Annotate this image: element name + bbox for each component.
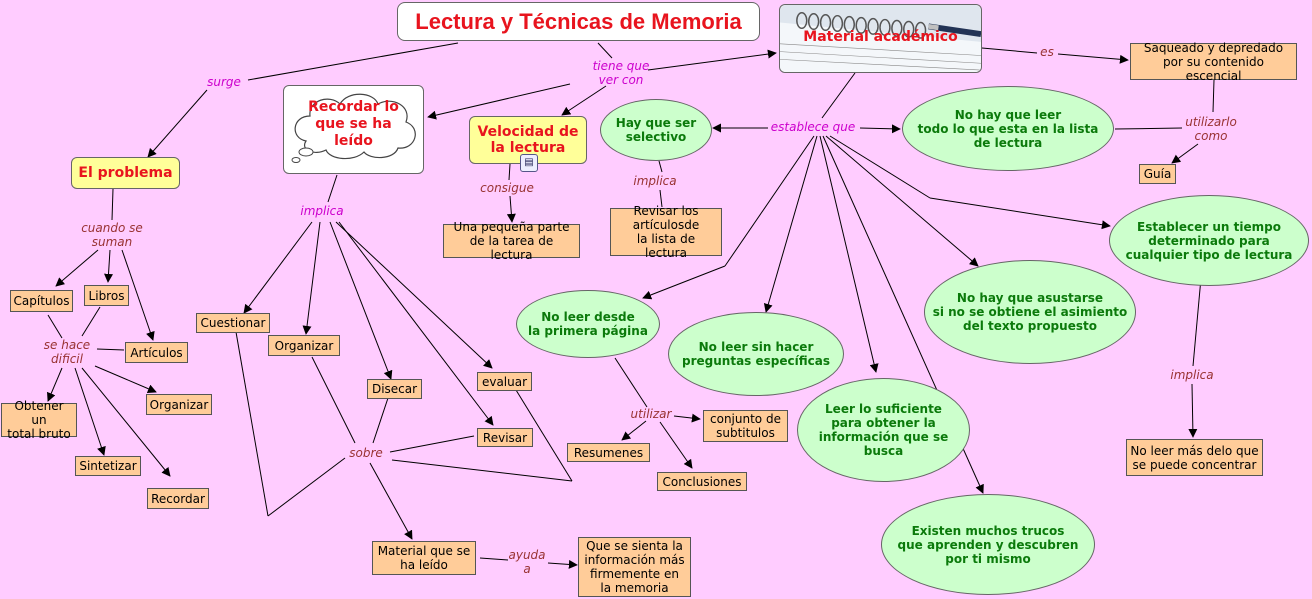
link-utilizarlo-como: utilizarlo como	[1185, 115, 1237, 143]
notebook-pen-photo	[780, 5, 981, 72]
concept-organizar-left: Organizar	[146, 394, 212, 415]
concept-disecar: Disecar	[367, 379, 422, 399]
concept-existen-trucos: Existen muchos trucos que aprenden y des…	[881, 494, 1095, 595]
concept-revisar-articulos: Revisar los artículosde la lista de lect…	[610, 204, 722, 260]
concept-material-academico: Material académico	[779, 4, 982, 73]
concept-revisar: Revisar	[477, 428, 533, 447]
cloud-icon	[291, 93, 416, 163]
link-establece-que: establece que	[770, 120, 856, 134]
link-surge: surge	[207, 75, 241, 89]
concept-sintetizar: Sintetizar	[75, 456, 141, 476]
concept-libros: Libros	[84, 285, 129, 306]
concept-hay-que-ser-selectivo: Hay que ser selectivo	[600, 99, 712, 161]
concept-material-leido: Material que se ha leído	[372, 541, 476, 575]
link-es: es	[1040, 45, 1054, 59]
concept-saqueado: Saqueado y depredado por su contenido es…	[1130, 41, 1297, 83]
link-sobre: sobre	[349, 446, 383, 460]
concept-no-leer-sin-preguntas: No leer sin hacer preguntas específicas	[668, 312, 844, 396]
concept-evaluar: evaluar	[477, 372, 532, 391]
concept-obtener-total: Obtener un total bruto	[1, 399, 77, 441]
concept-resumenes: Resumenes	[567, 443, 650, 462]
concept-conclusiones: Conclusiones	[657, 472, 747, 491]
link-implica-recordar: implica	[300, 204, 344, 218]
concept-el-problema: El problema	[71, 157, 180, 189]
link-implica-tiempo: implica	[1170, 368, 1214, 382]
concept-informacion: Que se sienta la información más firmeme…	[578, 537, 691, 597]
concept-capitulos: Capítulos	[10, 290, 73, 312]
link-consigue: consigue	[480, 181, 534, 195]
concept-articulos: Artículos	[125, 342, 188, 363]
concept-pequena-parte: Una pequeña parte de la tarea de lectura	[443, 220, 580, 262]
concept-recordar-leido: Recordar lo que se ha leído	[283, 85, 424, 174]
note-icon[interactable]: ▤	[520, 154, 538, 172]
link-implica-selectivo: implica	[633, 174, 677, 188]
concept-guia: Guía	[1139, 164, 1176, 184]
concept-recordar: Recordar	[147, 488, 209, 509]
link-cuando-se-suman: cuando se suman	[81, 221, 143, 249]
map-title: Lectura y Técnicas de Memoria	[397, 2, 760, 41]
concept-no-hay-que-leer-todo: No hay que leer todo lo que esta en la l…	[902, 86, 1114, 171]
concept-leer-lo-suficiente: Leer lo suficiente para obtener la infor…	[797, 378, 970, 482]
concept-no-leer-primera-pagina: No leer desde la primera página	[516, 290, 660, 358]
concept-no-leer-mas: No leer más delo que se puede concentrar	[1126, 439, 1263, 476]
concept-cuestionar: Cuestionar	[196, 313, 270, 333]
link-tiene-que-ver-con: tiene que ver con	[592, 59, 650, 87]
concept-organizar-mid: Organizar	[268, 335, 340, 356]
link-ayuda-a: ayuda a	[508, 548, 546, 576]
concept-conjunto-subtitulos: conjunto de subtitulos	[703, 410, 788, 442]
concept-no-hay-que-asustarse: No hay que asustarse si no se obtiene el…	[924, 260, 1136, 364]
concept-velocidad-lectura: Velocidad de la lectura ▤	[469, 116, 587, 172]
link-se-hace-dificil: se hace dificil	[43, 338, 91, 366]
concept-establecer-tiempo: Establecer un tiempo determinado para cu…	[1109, 195, 1309, 286]
link-utilizar: utilizar	[630, 407, 672, 421]
